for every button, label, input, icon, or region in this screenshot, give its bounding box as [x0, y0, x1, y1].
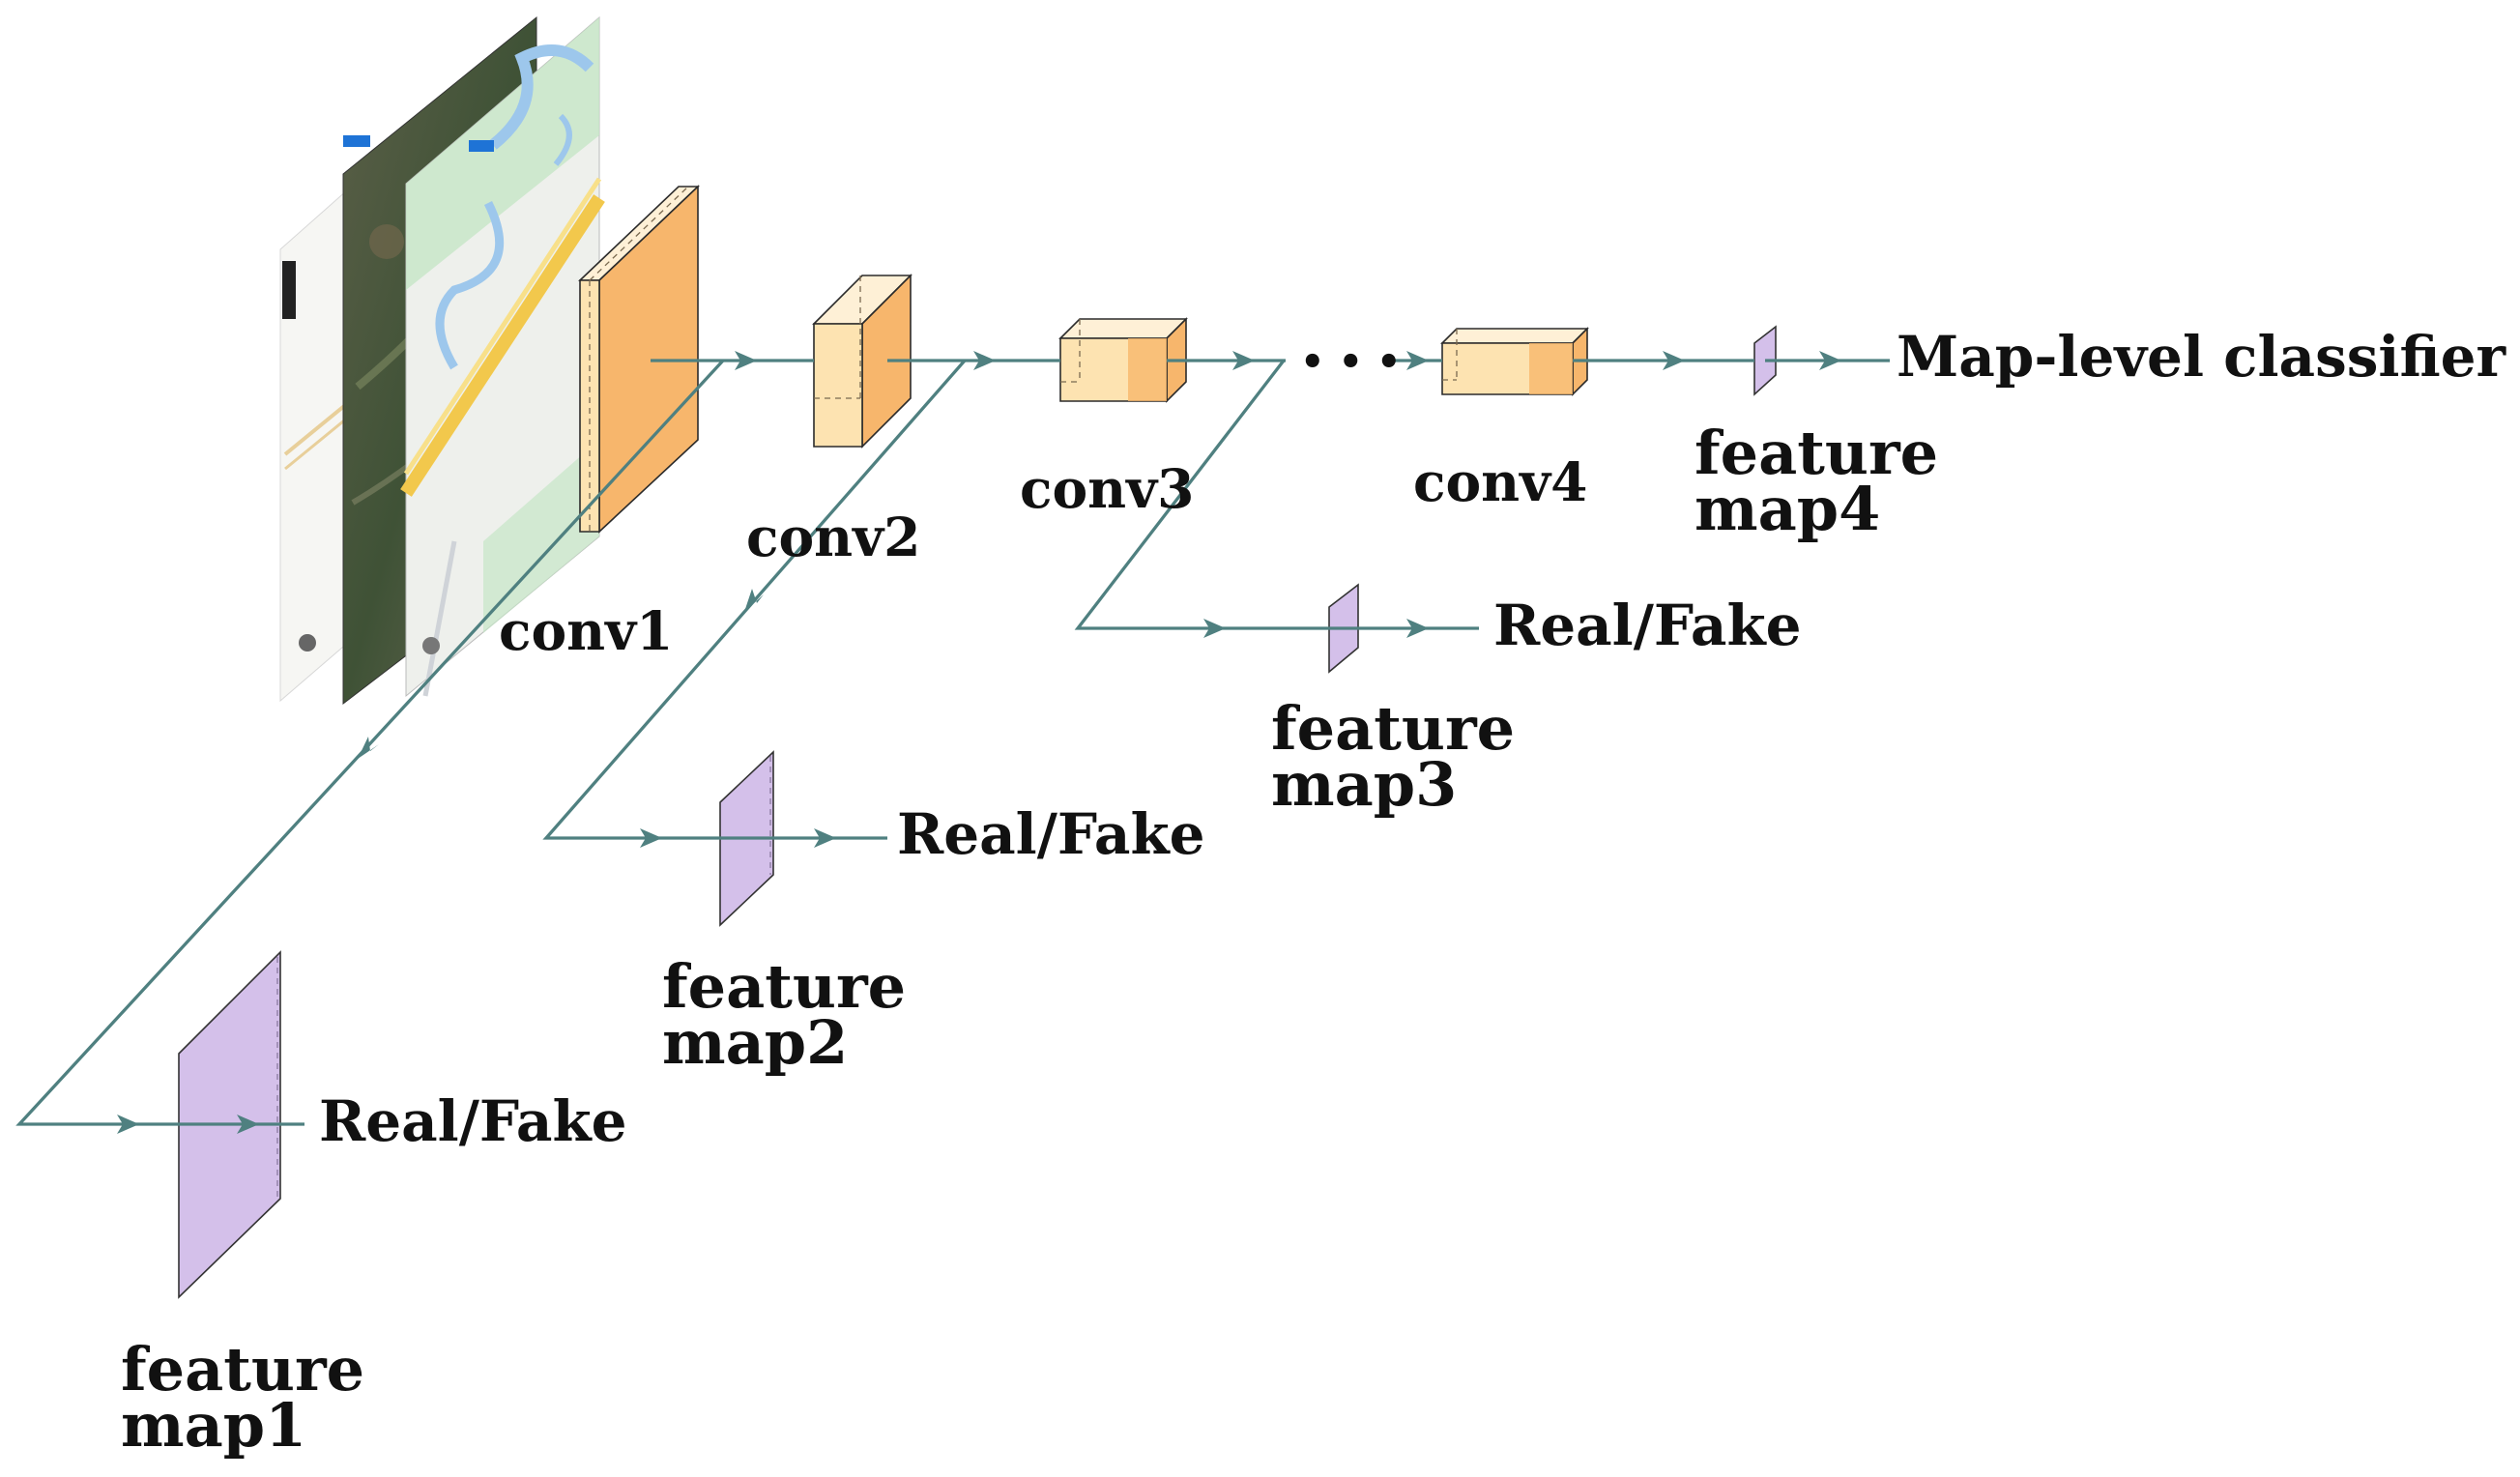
conv4-label: conv4	[1413, 450, 1587, 513]
feature-map3-label-line2: map3	[1271, 749, 1457, 820]
arrow-head	[744, 589, 764, 612]
conv2-block	[812, 274, 912, 449]
arrow-head	[814, 828, 836, 848]
conv2-label: conv2	[746, 506, 920, 568]
branch3-output-label: Real/Fake	[1493, 593, 1802, 658]
arrow-head	[1406, 351, 1429, 370]
arrow-head	[237, 1115, 259, 1134]
location-pin-icon	[422, 637, 440, 654]
branch2-flow-line	[542, 359, 967, 848]
input-image-c	[400, 15, 605, 698]
arrow-head	[640, 828, 662, 848]
location-pin-icon	[299, 634, 316, 652]
conv3-label: conv3	[1020, 457, 1194, 520]
feature-map4-label-line1: feature	[1694, 418, 1938, 488]
conv1-block	[577, 185, 701, 534]
feature-map2-label-line1: feature	[662, 951, 906, 1022]
arrow-head	[1232, 351, 1255, 370]
main-flow-line	[651, 351, 1890, 370]
branch1-output-label: Real/Fake	[319, 1088, 627, 1154]
arrow-head	[1663, 351, 1685, 370]
conv4-block	[1440, 327, 1589, 396]
ellipsis: • • •	[1300, 339, 1402, 385]
branch2-output-label: Real/Fake	[897, 801, 1205, 867]
arrow-head	[973, 351, 996, 370]
feature-map1-label-line2: map1	[121, 1390, 306, 1461]
feature-map2-label-line2: map2	[662, 1007, 848, 1078]
branch1-flow-line	[15, 359, 725, 1134]
arrow-head	[735, 351, 757, 370]
conv3-block	[1058, 317, 1188, 403]
arrow-head	[1203, 619, 1226, 638]
arrow-head	[358, 737, 379, 759]
feature-map3-label-line1: feature	[1271, 693, 1515, 764]
conv1-label: conv1	[499, 599, 673, 662]
main-output-label: Map-level classifier	[1897, 324, 2507, 390]
arrow-head	[117, 1115, 139, 1134]
arrow-head	[1819, 351, 1841, 370]
feature-map1-label-line1: feature	[121, 1334, 364, 1405]
arrow-head	[1406, 619, 1429, 638]
branch3-flow-line	[1074, 359, 1479, 638]
feature-map4-label-line2: map4	[1694, 474, 1880, 544]
